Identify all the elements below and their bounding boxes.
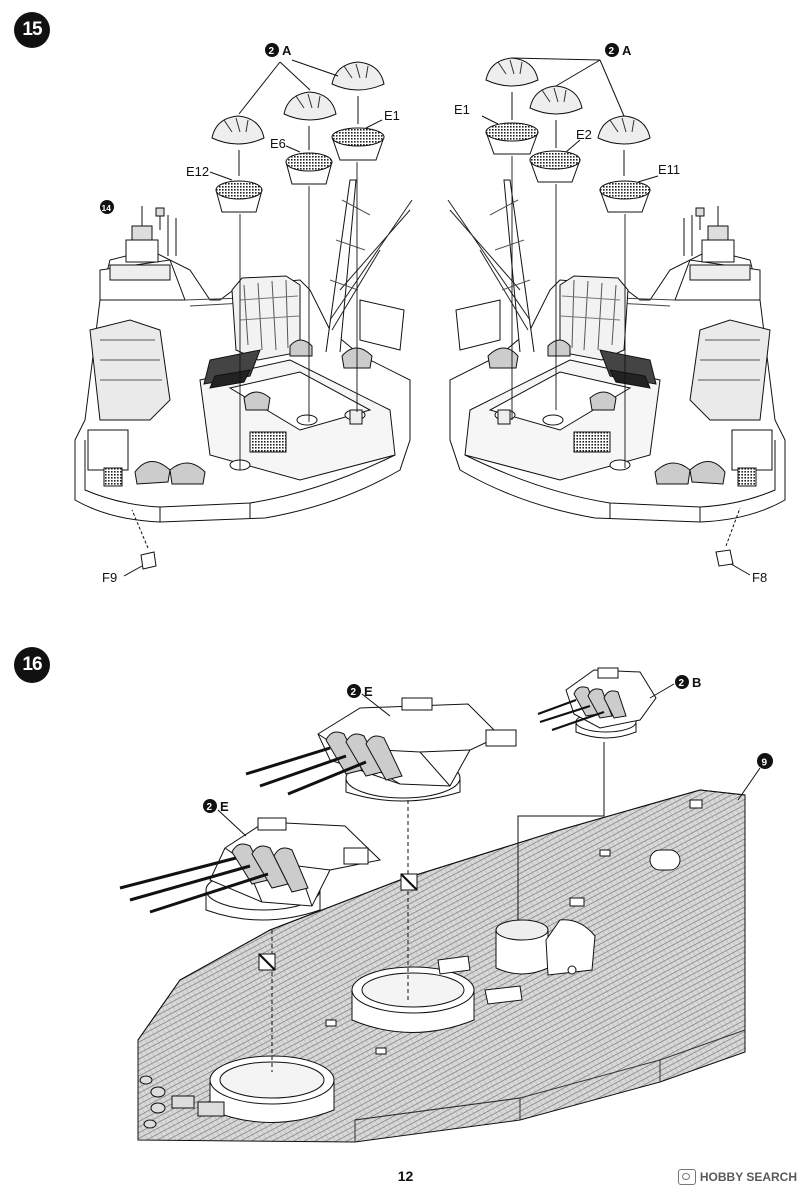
- watermark: HOBBY SEARCH: [677, 1169, 797, 1185]
- callout-leaders: [217, 683, 761, 837]
- hobby-search-logo-icon: [677, 1169, 696, 1185]
- step-15-diagram: [74, 43, 786, 577]
- right-parts-exploded: [481, 57, 659, 468]
- label-e6: E6: [270, 136, 286, 151]
- left-parts-exploded: [209, 59, 385, 470]
- callout-2-left: 2: [269, 46, 275, 57]
- step-15-badge: 15: [14, 12, 50, 48]
- turret-2e-lower: [119, 817, 382, 921]
- turret-2b: [537, 667, 657, 739]
- label-e1-left: E1: [384, 108, 400, 123]
- label-f8: F8: [752, 570, 767, 585]
- callout-14: 14: [102, 203, 112, 213]
- callout-e-upper: E: [364, 684, 373, 699]
- page-number: 12: [397, 1168, 414, 1184]
- label-f9: F9: [102, 570, 117, 585]
- right-superstructure: [447, 179, 786, 523]
- barbettes: [209, 966, 475, 1123]
- callout-a-right: A: [622, 43, 632, 58]
- f-parts: [123, 507, 751, 577]
- watermark-text: HOBBY SEARCH: [699, 1170, 797, 1184]
- callout-2-lower: 2: [207, 802, 213, 813]
- label-e11: E11: [658, 162, 680, 177]
- callout-2-upper: 2: [351, 687, 357, 698]
- turret-2e-upper: [245, 697, 517, 802]
- callout-2-rear: 2: [679, 678, 685, 689]
- deck-fittings: [325, 799, 703, 1055]
- callout-2-right: 2: [609, 46, 615, 57]
- alignment-markers: [258, 873, 418, 971]
- callout-a-left: A: [282, 43, 292, 58]
- label-e12: E12: [186, 164, 209, 179]
- step-16-badge: 16: [14, 647, 50, 683]
- step-16-diagram: [119, 667, 773, 1143]
- callout-e-lower: E: [220, 799, 229, 814]
- turret3-base: [437, 897, 596, 1005]
- label-e1-right: E1: [454, 102, 470, 117]
- instruction-drawing: 2 A 2 A 14 E12 E6 E1 E1 E2 E11 F9 F8: [74, 43, 786, 1143]
- step-number: 15: [22, 19, 42, 40]
- bow-fittings: [139, 1075, 225, 1129]
- step-number: 16: [22, 654, 42, 675]
- left-superstructure: [74, 179, 413, 523]
- label-e2: E2: [576, 127, 592, 142]
- callout-9: 9: [762, 758, 768, 769]
- callout-b: B: [692, 675, 701, 690]
